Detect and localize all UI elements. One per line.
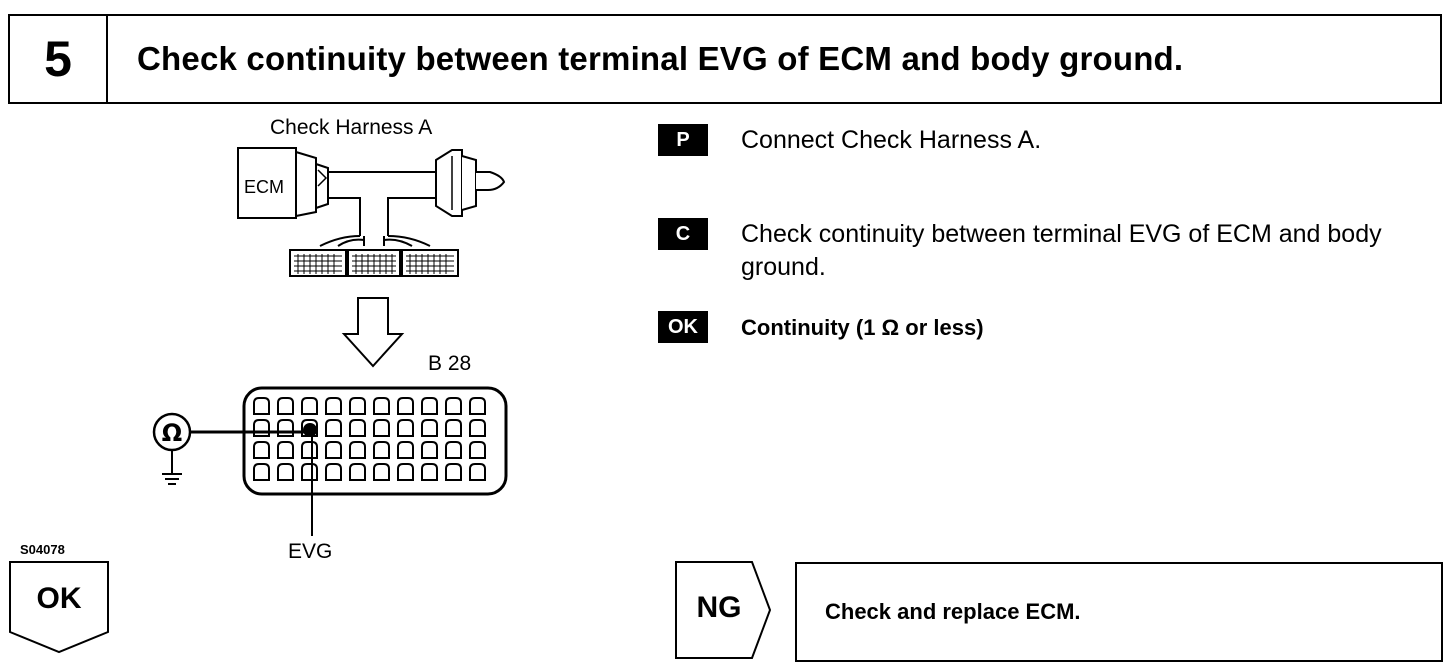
ng-result-arrow [675, 561, 772, 659]
ng-action-box: Check and replace ECM. [795, 562, 1443, 662]
connector-pin [421, 463, 438, 481]
connector-pin [277, 397, 294, 415]
sub-connectors [289, 249, 459, 277]
harness-right-connector [435, 149, 506, 217]
connector-pin [349, 441, 366, 459]
connector-pin [277, 441, 294, 459]
connector-pin [445, 463, 462, 481]
connector-pin [301, 397, 318, 415]
ohmmeter-icon: Ω [152, 412, 317, 474]
ok-label: OK [36, 582, 82, 615]
connector-pin [253, 397, 270, 415]
connector-pin [349, 463, 366, 481]
connector-pin [421, 441, 438, 459]
step-ok-text: Continuity (1 Ω or less) [741, 315, 984, 340]
step-title: Check continuity between terminal EVG of… [137, 40, 1184, 77]
connector-b28 [242, 386, 508, 496]
connector-pin [325, 397, 342, 415]
step-number: 5 [10, 16, 108, 102]
connector-pin [469, 441, 486, 459]
badge-prepare: P [658, 124, 708, 156]
connector-pin [373, 397, 390, 415]
ecm-box [237, 147, 329, 219]
ok-result-arrow [9, 561, 109, 654]
harness-cable [319, 171, 436, 247]
connector-pin [253, 463, 270, 481]
connector-pin [421, 419, 438, 437]
svg-text:Ω: Ω [162, 419, 182, 447]
connector-pin [373, 419, 390, 437]
connector-pin [325, 441, 342, 459]
ground-icon [162, 473, 182, 485]
harness-label: Check Harness A [270, 116, 433, 139]
connector-pin [253, 441, 270, 459]
ng-label: NG [696, 591, 742, 624]
connector-pin [349, 397, 366, 415]
connector-pin [445, 441, 462, 459]
connector-pin [277, 419, 294, 437]
connector-pin [349, 419, 366, 437]
step-prepare-text: Connect Check Harness A. [741, 126, 1042, 154]
figure-id: S04078 [20, 542, 65, 557]
connector-label: B 28 [428, 352, 472, 375]
connector-pin [397, 441, 414, 459]
step-header: 5 Check continuity between terminal EVG … [8, 14, 1442, 104]
connector-pin [445, 419, 462, 437]
connector-pin [397, 397, 414, 415]
badge-ok: OK [658, 311, 708, 343]
badge-check: C [658, 218, 708, 250]
connector-pin [397, 419, 414, 437]
connector-pin [373, 441, 390, 459]
connector-pin [277, 463, 294, 481]
ecm-label: ECM [244, 177, 284, 197]
connector-pin [325, 419, 342, 437]
connector-pin [397, 463, 414, 481]
connector-pin [325, 463, 342, 481]
connector-pin [445, 397, 462, 415]
terminal-label: EVG [288, 540, 333, 563]
connector-pin [469, 463, 486, 481]
ng-action-text: Check and replace ECM. [825, 599, 1081, 624]
connector-pin [301, 419, 318, 437]
connector-pin [421, 397, 438, 415]
connector-pin [373, 463, 390, 481]
connector-pin [253, 419, 270, 437]
connector-pin [469, 397, 486, 415]
down-arrow-icon [341, 297, 405, 368]
step-check-text: Check continuity between terminal EVG of… [741, 220, 1382, 281]
connector-pin [469, 419, 486, 437]
